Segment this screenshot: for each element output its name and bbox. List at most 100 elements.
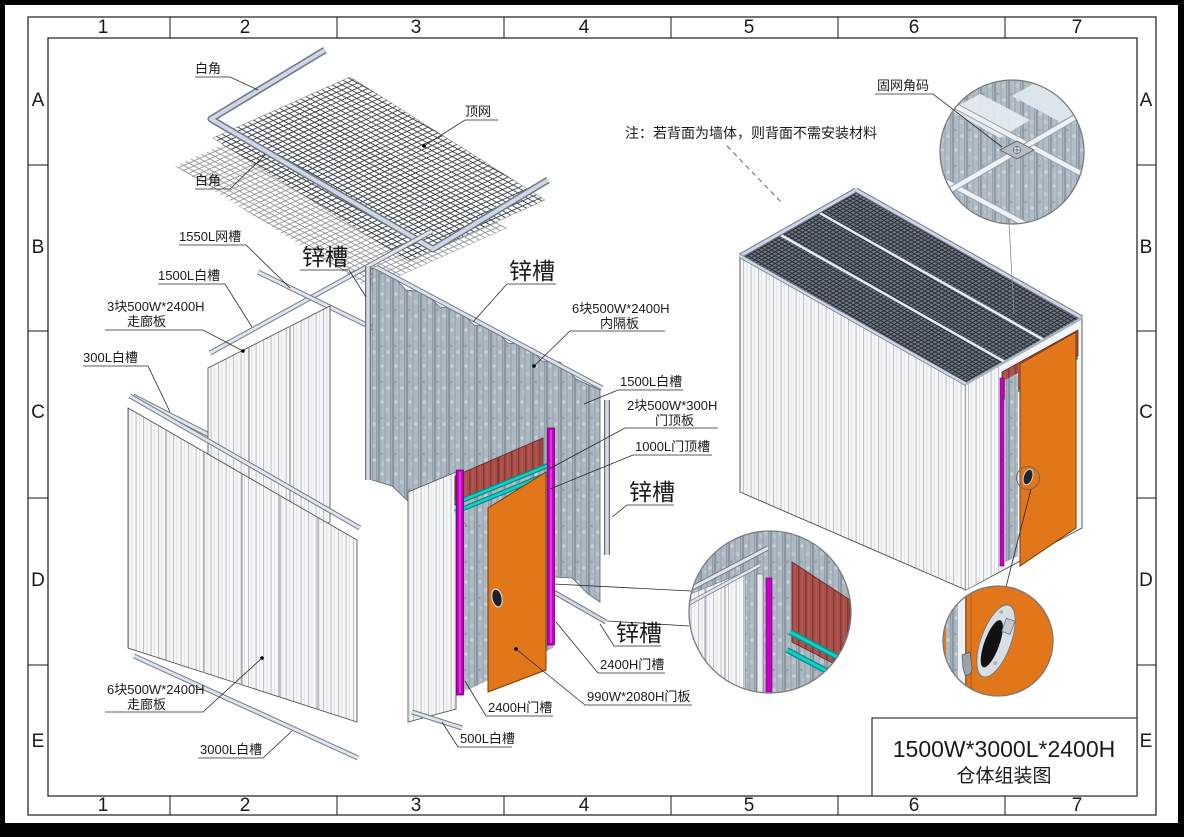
label-corridor-panels-6: 6块500W*2400H 走廊板 (105, 656, 264, 713)
label-white-channel-3000: 3000L白槽 (198, 730, 293, 759)
detail-door-channel (765, 577, 773, 693)
label-text: 内隔板 (600, 316, 639, 331)
label-door-top-panels: 2块500W*300H 门顶板 (548, 398, 718, 470)
label-text: 500L白槽 (460, 731, 515, 746)
zone-column-label: 2 (240, 795, 251, 816)
zone-column-label: 5 (744, 795, 755, 816)
label-text: 1500L白槽 (620, 374, 682, 389)
zone-column-label: 7 (1072, 17, 1083, 38)
label-text: 白角 (195, 61, 221, 76)
zone-column-label: 5 (744, 17, 755, 38)
label-text: 3块500W*2400H (107, 299, 205, 314)
note-leader-dashed (726, 145, 784, 205)
zone-column-label: 2 (240, 17, 251, 38)
zone-row-label: A (1140, 90, 1153, 111)
zone-column-label: 1 (98, 795, 109, 816)
label-white-channel-1500-right: 1500L白槽 (583, 374, 683, 405)
zone-row-label: A (32, 90, 45, 111)
label-text: 锌槽 (616, 620, 662, 646)
label-text: 锌槽 (302, 244, 348, 270)
title-block-size: 1500W*3000L*2400H (893, 736, 1116, 762)
label-text: 1550L网槽 (179, 229, 241, 244)
label-text: 1000L门顶槽 (635, 439, 710, 454)
zone-column-label: 7 (1072, 795, 1083, 816)
label-door-panel-990: 990W*2080H门板 (514, 647, 692, 706)
label-text: 2400H门槽 (600, 657, 664, 672)
border-frames (27, 16, 1157, 816)
door-jamb-panel (407, 471, 457, 723)
white-corner-angle-frame-highlight (209, 48, 550, 251)
title-block-name: 仓体组装图 (956, 765, 1051, 787)
border-inner-frame (47, 37, 1138, 797)
label-text: 锌槽 (509, 258, 555, 284)
label-door-channel-2400-left: 2400H门槽 (464, 680, 553, 717)
assembled-unit (738, 187, 1084, 591)
label-text: 走廊板 (127, 697, 166, 712)
detail-leader (1005, 488, 1032, 588)
label-top-net: 顶网 (422, 104, 498, 148)
label-text: 2400H门槽 (488, 700, 552, 715)
zone-labels: 1 2 3 4 5 6 7 1 2 3 4 5 6 7 A B C D E A … (31, 17, 1153, 816)
top-net-assembly (175, 47, 550, 289)
label-text: 白角 (195, 173, 221, 188)
detail-circle-door-lock (942, 488, 1054, 697)
assembled-door-jamb (1005, 373, 1018, 562)
note-text: 注：若背面为墙体，则背面不需安装材料 (625, 125, 877, 141)
zone-dividers (28, 17, 1156, 815)
label-inner-panels: 6块500W*2400H 内隔板 (532, 301, 670, 368)
zone-column-label: 1 (98, 17, 109, 38)
label-text: 6块500W*2400H (572, 301, 670, 316)
label-zinc-channel-4: 锌槽 (599, 620, 662, 647)
door-panel (487, 471, 547, 693)
label-text: 1500L白槽 (158, 268, 220, 283)
label-text: 2块500W*300H (627, 398, 717, 413)
door-assembly-exploded (407, 427, 555, 731)
zone-column-label: 3 (411, 17, 422, 38)
assembled-door (1019, 331, 1077, 567)
label-white-channel-300: 300L白槽 (83, 350, 171, 413)
detail-leader (606, 620, 690, 627)
zone-row-label: D (31, 570, 45, 591)
part-labels: 白角 顶网 白角 1550L网槽 1500L白槽 3块500W*2400H 走廊… (83, 61, 1003, 759)
corridor-wall-6 (127, 393, 362, 761)
label-text: 固网角码 (877, 78, 929, 93)
detail-connector-line (1008, 222, 1015, 315)
door-lock-plate (976, 604, 1016, 678)
label-zinc-channel-2: 锌槽 (472, 258, 556, 323)
zone-row-label: C (31, 402, 45, 423)
zone-row-label: D (1139, 570, 1153, 591)
label-text: 顶网 (465, 104, 491, 119)
assembled-door-handle (1022, 468, 1034, 486)
label-zinc-channel-1: 锌槽 (300, 244, 367, 298)
label-text: 走廊板 (127, 314, 166, 329)
zone-row-label: B (1140, 237, 1153, 258)
label-door-top-channel-1000: 1000L门顶槽 (549, 439, 712, 490)
zone-column-label: 3 (411, 795, 422, 816)
label-text: 300L白槽 (83, 350, 138, 365)
detail-circle-bracket (939, 79, 1085, 315)
label-door-channel-2400-right: 2400H门槽 (555, 621, 665, 674)
assembled-mesh-top (739, 189, 1083, 385)
label-corridor-panels-3: 3块500W*2400H 走廊板 (105, 299, 245, 353)
label-text: 3000L白槽 (200, 742, 262, 757)
zone-row-label: B (32, 237, 45, 258)
label-net-fix-bracket: 固网角码 (875, 78, 1003, 148)
door-lock-strike (961, 651, 973, 676)
label-text: 门顶板 (655, 413, 694, 428)
border-outer-frame (27, 16, 1157, 816)
label-text: 990W*2080H门板 (587, 689, 690, 704)
zone-column-label: 6 (909, 17, 920, 38)
zone-column-label: 4 (579, 795, 590, 816)
detail-leader (553, 583, 692, 592)
label-zinc-channel-3: 锌槽 (611, 479, 675, 518)
top-net-mesh (212, 76, 546, 262)
door-handle (491, 588, 503, 608)
zone-row-label: E (32, 731, 45, 752)
zone-row-label: E (1140, 731, 1153, 752)
label-white-corner-lower: 白角 (195, 153, 267, 190)
label-net-channel-1550: 1550L网槽 (179, 229, 291, 289)
label-text: 锌槽 (629, 479, 675, 505)
label-white-corner-upper: 白角 (195, 61, 259, 91)
